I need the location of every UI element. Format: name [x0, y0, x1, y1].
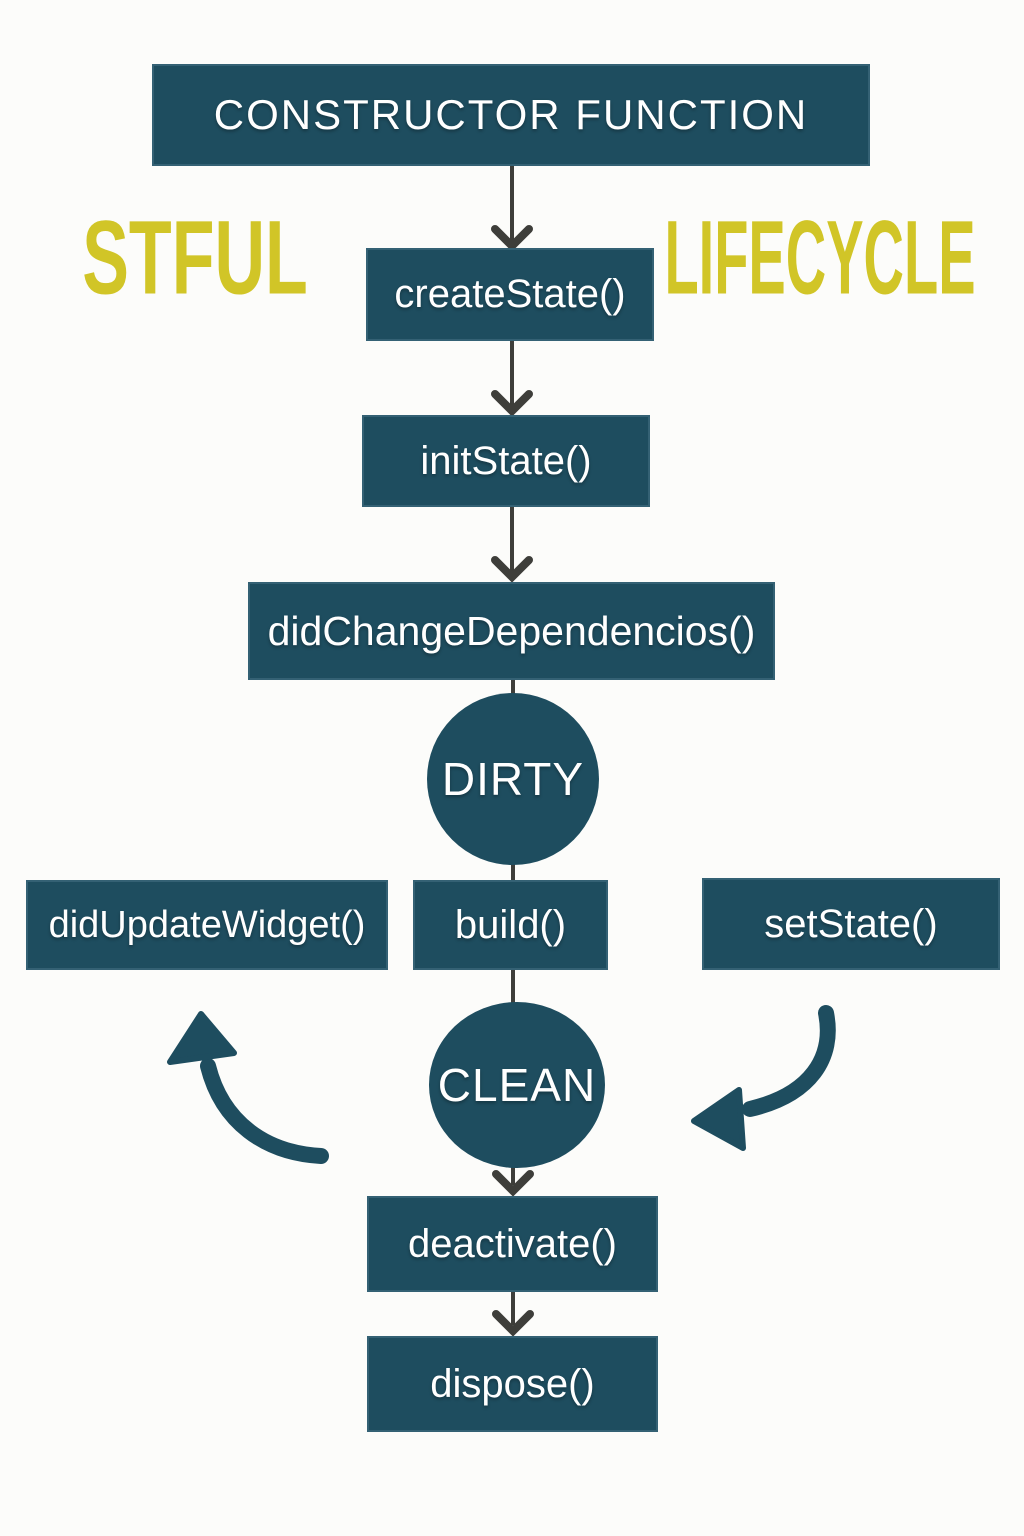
arrowhead-down-icon [492, 1170, 534, 1197]
node-init-state: initState() [362, 415, 650, 507]
node-set-state: setState() [702, 878, 1000, 970]
node-build: build() [413, 880, 608, 970]
curved-arrow-clean-to-didupdatewidget [200, 1058, 329, 1164]
arrowhead-down-icon [492, 1310, 534, 1337]
arrowhead-down-icon [491, 390, 533, 417]
node-did-change-dependencies: didChangeDependencios() [248, 582, 775, 680]
node-clean-state: CLEAN [429, 1002, 605, 1168]
arrowhead-down-icon [491, 225, 533, 252]
curved-arrowhead-up-icon [167, 1011, 237, 1065]
node-constructor-function: CONSTRUCTOR FUNCTION [152, 64, 870, 166]
curved-arrow-setstate-to-clean [742, 1005, 836, 1117]
node-create-state: createState() [366, 248, 654, 341]
label-stful: STFUL [82, 199, 308, 317]
node-did-update-widget: didUpdateWidget() [26, 880, 388, 970]
node-dirty-state: DIRTY [427, 693, 599, 865]
node-dispose: dispose() [367, 1336, 658, 1432]
curved-arrowhead-left-icon [691, 1087, 746, 1151]
label-lifecycle: LIFECYCLE [664, 199, 976, 317]
arrowhead-down-icon [491, 556, 533, 583]
node-deactivate: deactivate() [367, 1196, 658, 1292]
